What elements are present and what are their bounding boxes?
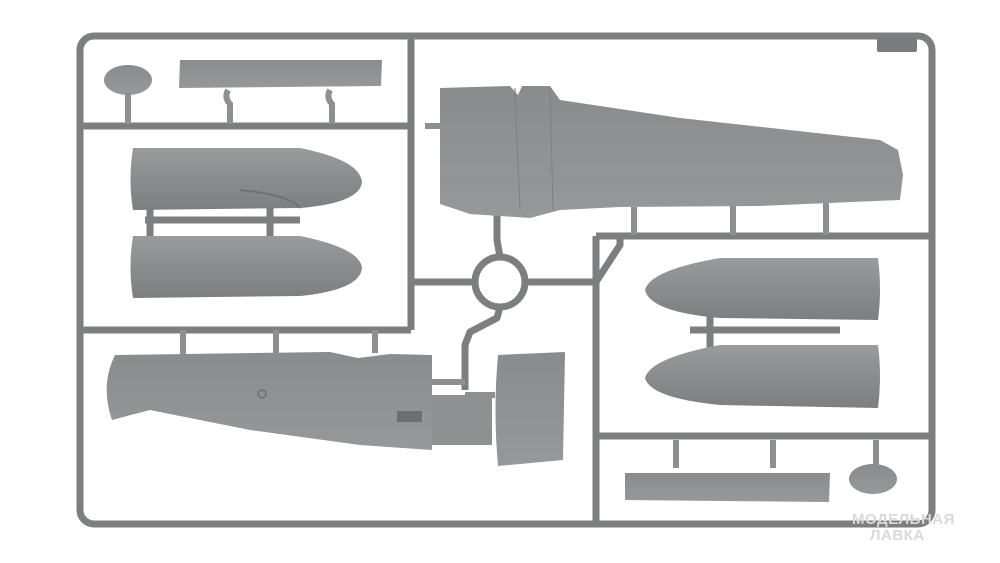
strip-part-top [179,60,382,124]
nacelle-left-upper [130,148,362,210]
upper-wing-part [425,86,903,235]
sprue-tag [877,38,917,52]
watermark-line2: ЛАВКА [870,527,925,544]
oval-part-top-left [104,65,152,124]
sprue-frame [76,32,936,528]
lower-wing-part [106,330,495,450]
oval-part-bottom-right [849,440,897,494]
nacelle-left-lower [130,236,362,298]
watermark: МОДЕЛЬНАЯ ЛАВКА [852,512,955,544]
nacelle-right-lower [645,345,880,408]
nacelle-right-upper [645,258,880,320]
strip-part-bottom [625,440,830,502]
watermark-line1: МОДЕЛЬНАЯ [852,511,955,528]
flap-part [495,352,565,466]
